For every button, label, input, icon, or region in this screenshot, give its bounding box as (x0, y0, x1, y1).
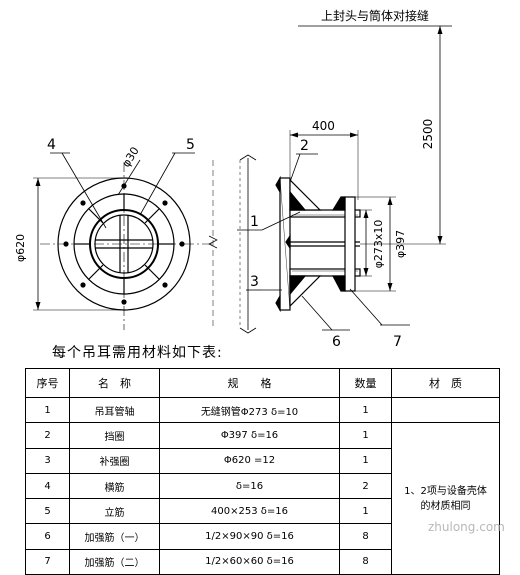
row-no: 5 (25, 498, 70, 525)
row-spec: Φ397 δ=16 (159, 422, 340, 449)
table-row: 6 加强筋（一） 1/2×90×90 δ=16 8 (25, 523, 500, 550)
row-no: 4 (25, 472, 70, 500)
table-row: 3 补强圈 Φ620 =12 1 (25, 447, 500, 474)
callout-5: 5 (186, 137, 195, 153)
dim-2500: 2500 (421, 119, 435, 150)
row-qty: 1 (339, 396, 392, 424)
materials-table: 序号 名 称 规 格 数量 材 质 1 吊耳管轴 无缝钢管Φ273 δ=10 1… (25, 368, 500, 575)
row-name: 补强圈 (69, 447, 160, 474)
dim-400: 400 (312, 119, 335, 133)
row-material (391, 396, 500, 424)
row-qty: 8 (339, 548, 392, 575)
callout-4: 4 (47, 137, 56, 153)
watermark: zhulong.com (428, 520, 505, 534)
header-spec: 规 格 (159, 368, 340, 398)
table-row: 1 吊耳管轴 无缝钢管Φ273 δ=10 1 (25, 396, 500, 424)
table-row: 2 挡圈 Φ397 δ=16 1 1、2项与设备壳体 的材质相同 (25, 422, 500, 575)
row-no: 3 (25, 447, 70, 474)
row-qty: 1 (339, 447, 392, 474)
header-no: 序号 (25, 368, 70, 398)
row-spec: 无缝钢管Φ273 δ=10 (159, 396, 340, 424)
dim-dia-30: φ30 (120, 145, 142, 170)
callout-6: 6 (332, 334, 341, 350)
side-view (208, 25, 452, 334)
row-name: 吊耳管轴 (69, 396, 160, 424)
header-qty: 数量 (339, 368, 392, 398)
row-no: 1 (25, 396, 70, 424)
callout-3: 3 (250, 274, 259, 290)
row-no: 2 (25, 422, 70, 449)
dim-dia-397: φ397 (394, 230, 407, 258)
material-note-line1: 1、2项与设备壳体 (404, 485, 487, 497)
front-view (33, 152, 212, 330)
row-qty: 2 (339, 472, 392, 500)
materials-caption: 每个吊耳需用材料如下表: (52, 345, 223, 361)
table-row: 5 立筋 400×253 δ=16 1 (25, 498, 500, 525)
callout-7: 7 (393, 334, 402, 350)
lifting-lug-drawing: φ620 φ30 4 5 (14, 8, 452, 350)
row-spec: 1/2×90×90 δ=16 (159, 523, 340, 550)
row-name: 挡圈 (69, 422, 160, 449)
seam-label: 上封头与筒体对接缝 (321, 8, 429, 23)
row-spec: Φ620 =12 (159, 447, 340, 474)
row-qty: 1 (339, 422, 392, 449)
dim-pipe-spec: φ273x10 (372, 220, 385, 269)
material-note: 1、2项与设备壳体 的材质相同 (391, 422, 500, 575)
row-name: 加强筋（一） (69, 523, 160, 550)
table-header-row: 序号 名 称 规 格 数量 材 质 (25, 368, 500, 398)
callout-1: 1 (250, 214, 259, 230)
row-name: 横筋 (69, 472, 160, 500)
row-no: 7 (25, 548, 70, 575)
row-spec: δ=16 (159, 472, 340, 500)
dim-dia-620: φ620 (14, 234, 27, 262)
row-name: 加强筋（二） (69, 548, 160, 575)
header-material: 材 质 (391, 368, 500, 398)
callout-2: 2 (300, 138, 309, 154)
row-spec: 1/2×60×60 δ=16 (159, 548, 340, 575)
row-qty: 1 (339, 498, 392, 525)
material-note-line2: 的材质相同 (420, 500, 471, 512)
header-name: 名 称 (69, 368, 160, 398)
row-no: 6 (25, 523, 70, 550)
row-qty: 8 (339, 523, 392, 550)
row-name: 立筋 (69, 498, 160, 525)
row-spec: 400×253 δ=16 (159, 498, 340, 525)
